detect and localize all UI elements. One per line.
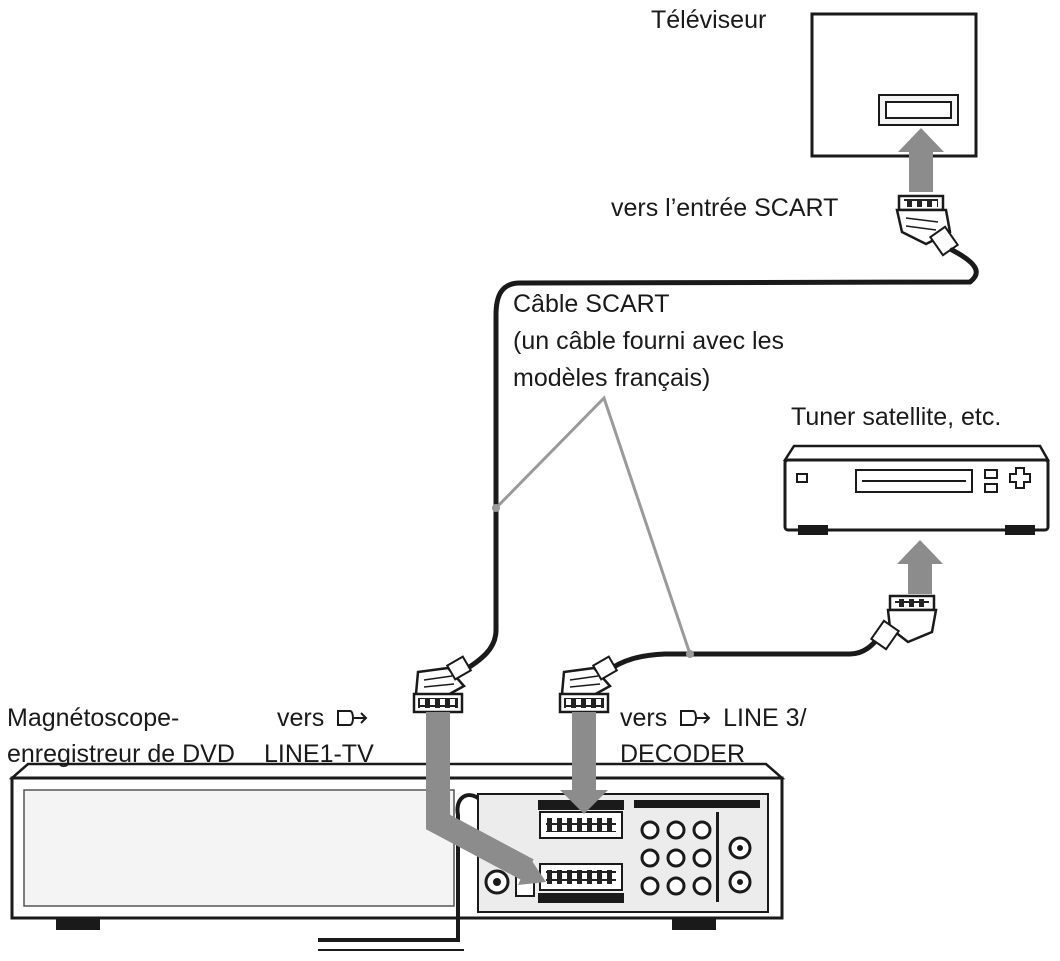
- line1-label: vers: [277, 703, 373, 735]
- line3-name: LINE 3/: [723, 704, 807, 732]
- line3-prefix: vers: [620, 704, 668, 732]
- scart-input-label: vers l’entrée SCART: [611, 194, 839, 222]
- scart-cable-tuner: [603, 625, 891, 675]
- callout-dot: [686, 650, 694, 658]
- line3-arrow-icon: [560, 712, 608, 814]
- satellite-tuner-device: [782, 444, 1051, 535]
- line3-scart-plug: [558, 655, 619, 714]
- tv-scart-plug: [895, 194, 960, 257]
- tuner-arrow-icon: [897, 540, 943, 594]
- line1-prefix: vers: [277, 704, 325, 732]
- line3-label: vers LINE 3/: [620, 703, 807, 735]
- cable-label-line2: (un câble fourni avec les: [513, 327, 784, 355]
- tv-device: [810, 12, 978, 158]
- scart-connector-icon: [678, 704, 712, 735]
- cable-callout-lines: [494, 395, 692, 655]
- scart-cable-tv: [459, 247, 979, 675]
- line1-name: LINE1-TV: [264, 740, 374, 768]
- callout-dot: [492, 504, 500, 512]
- tv-arrow-icon: [898, 128, 944, 192]
- cable-label-line1: Câble SCART: [513, 290, 670, 318]
- line3-name2: DECODER: [620, 740, 746, 768]
- scart-connector-icon: [335, 704, 369, 735]
- cable-label-line3: modèles français): [513, 364, 711, 392]
- tuner-label: Tuner satellite, etc.: [791, 403, 1002, 431]
- recorder-label-line2: enregistreur de DVD: [7, 740, 235, 768]
- tuner-scart-plug: [869, 594, 938, 651]
- line1-arrow-icon: [426, 712, 546, 885]
- recorder-label-line1: Magnétoscope-: [7, 704, 180, 732]
- dvd-recorder-device: [8, 762, 786, 930]
- power-cord: [318, 793, 480, 942]
- tv-label: Téléviseur: [651, 6, 767, 34]
- line1-scart-plug: [412, 655, 473, 714]
